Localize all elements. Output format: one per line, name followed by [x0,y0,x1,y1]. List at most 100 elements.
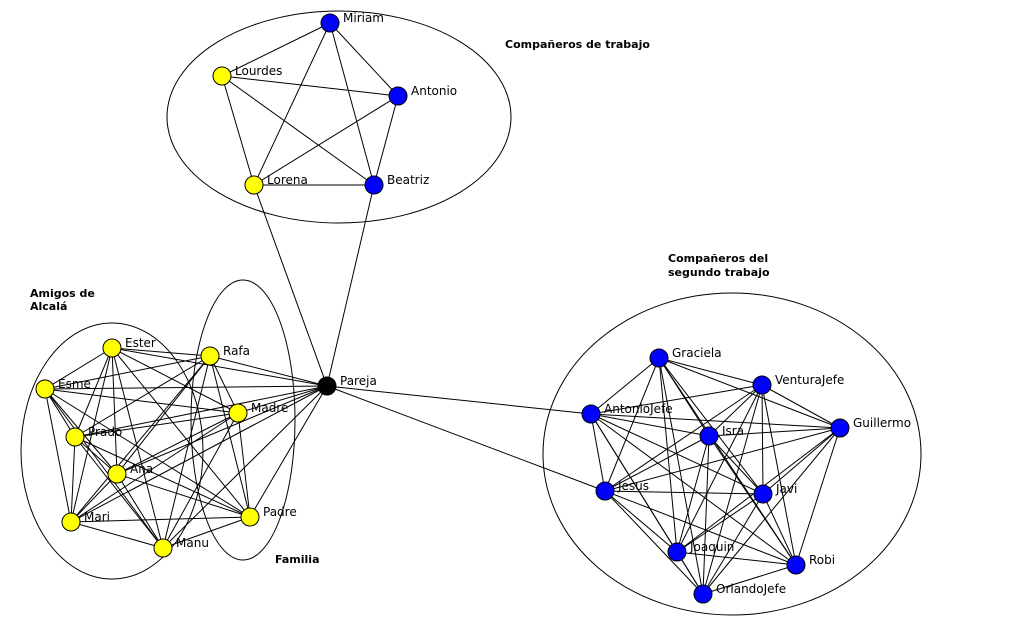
edge-esme-padre [44,388,251,518]
node-label-esme: Esme [58,377,91,391]
node-beatriz: Beatriz [364,173,429,195]
node-label-venturajefe: VenturaJefe [775,373,844,387]
edge-pareja-prado [74,385,328,438]
edge-ester-madre [111,347,239,414]
node-ester: Ester [102,336,156,358]
edge-javi-joaquin [676,493,764,553]
edge-isra-orlandojefe [702,435,710,595]
node-graciela: Graciela [649,346,722,368]
node-mari: Mari [61,510,110,532]
node-label-guillermo: Guillermo [853,416,911,430]
edge-pareja-manu [162,385,328,549]
edge-rafa-padre [209,355,251,518]
node-circle-jesus [595,481,615,501]
edge-graciela-venturajefe [658,357,763,386]
node-miriam: Miriam [320,11,384,33]
edge-pareja-ana [116,385,328,475]
node-label-miriam: Miriam [343,11,384,25]
node-circle-joaquin [667,542,687,562]
edge-guillermo-jesus [604,427,841,492]
node-antonio: Antonio [388,84,457,106]
edge-isra-joaquin [676,435,710,553]
edge-ester-rafa [111,347,211,357]
node-lorena: Lorena [244,173,308,195]
node-madre: Madre [228,401,288,423]
edge-ester-esme [44,347,113,390]
node-circle-mari [61,512,81,532]
edge-isra-jesus [604,435,710,492]
node-circle-venturajefe [752,375,772,395]
edge-jesus-robi [604,490,797,566]
node-label-beatriz: Beatriz [387,173,429,187]
edge-rafa-manu [162,355,211,549]
node-ana: Ana [107,462,153,484]
node-label-jesus: Jesus [617,479,649,493]
edge-madre-mari [70,412,239,523]
edge-graciela-javi [658,357,764,495]
node-jesus: Jesus [595,479,649,501]
edge-lourdes-lorena [221,75,255,186]
edge-esme-mari [44,388,72,523]
node-label-joaquin: Joaquin [689,540,734,554]
node-circle-pareja [317,376,337,396]
edge-jesus-javi [604,490,764,495]
node-label-manu: Manu [176,536,209,550]
node-label-lourdes: Lourdes [235,64,282,78]
edge-venturajefe-javi [761,384,764,495]
edge-ester-padre [111,347,251,518]
node-label-padre: Padre [263,505,297,519]
node-circle-antoniojefe [581,404,601,424]
edge-robi-orlandojefe [702,564,797,595]
edge-pareja-madre [237,385,328,414]
edge-pareja-ester [111,347,328,387]
edge-miriam-lorena [253,22,331,186]
edge-mari-padre [70,516,251,523]
edge-antonio-beatriz [373,95,399,186]
edge-rafa-mari [70,355,211,523]
node-circle-madre [228,403,248,423]
edge-venturajefe-guillermo [761,384,841,429]
node-label-prado: Prado [88,425,122,439]
edge-esme-madre [44,388,239,414]
edge-madre-padre [237,412,251,518]
node-pareja: Pareja [317,374,377,396]
node-esme: Esme [35,377,91,399]
edge-rafa-prado [74,355,211,438]
edge-guillermo-orlandojefe [702,427,841,595]
edge-graciela-antoniojefe [590,357,660,415]
edge-javi-orlandojefe [702,493,764,595]
node-label-robi: Robi [809,553,835,567]
cluster-segundo-trabajo [542,292,922,616]
edge-isra-guillermo [708,427,841,437]
edge-mari-manu [70,521,164,549]
edge-prado-manu [74,436,164,549]
node-circle-graciela [649,348,669,368]
node-lourdes: Lourdes [212,64,282,86]
node-label-graciela: Graciela [672,346,722,360]
edge-ester-prado [74,347,113,438]
edge-rafa-ana [116,355,211,475]
edge-pareja-rafa [209,355,328,387]
node-label-orlandojefe: OrlandoJefe [716,582,786,596]
group-label-familia: Familia [275,553,320,566]
node-orlandojefe: OrlandoJefe [693,582,786,604]
edge-lourdes-antonio [221,75,399,97]
edge-rafa-esme [44,355,211,390]
edge-padre-manu [162,516,251,549]
node-circle-robi [786,555,806,575]
node-prado: Prado [65,425,122,447]
edge-ester-ana [111,347,118,475]
node-label-rafa: Rafa [223,344,250,358]
edge-ana-padre [116,473,251,518]
edge-pareja-padre [249,385,328,518]
node-rafa: Rafa [200,344,250,366]
group-label-segundo-trabajo: Compañeros del segundo trabajo [668,252,772,279]
node-circle-padre [240,507,260,527]
edge-pareja-antoniojefe [326,385,592,415]
edge-antoniojefe-guillermo [590,413,841,429]
edge-guillermo-javi [762,427,841,495]
node-circle-prado [65,427,85,447]
edge-guillermo-robi [795,427,841,566]
node-label-mari: Mari [84,510,110,524]
node-circle-lourdes [212,66,232,86]
